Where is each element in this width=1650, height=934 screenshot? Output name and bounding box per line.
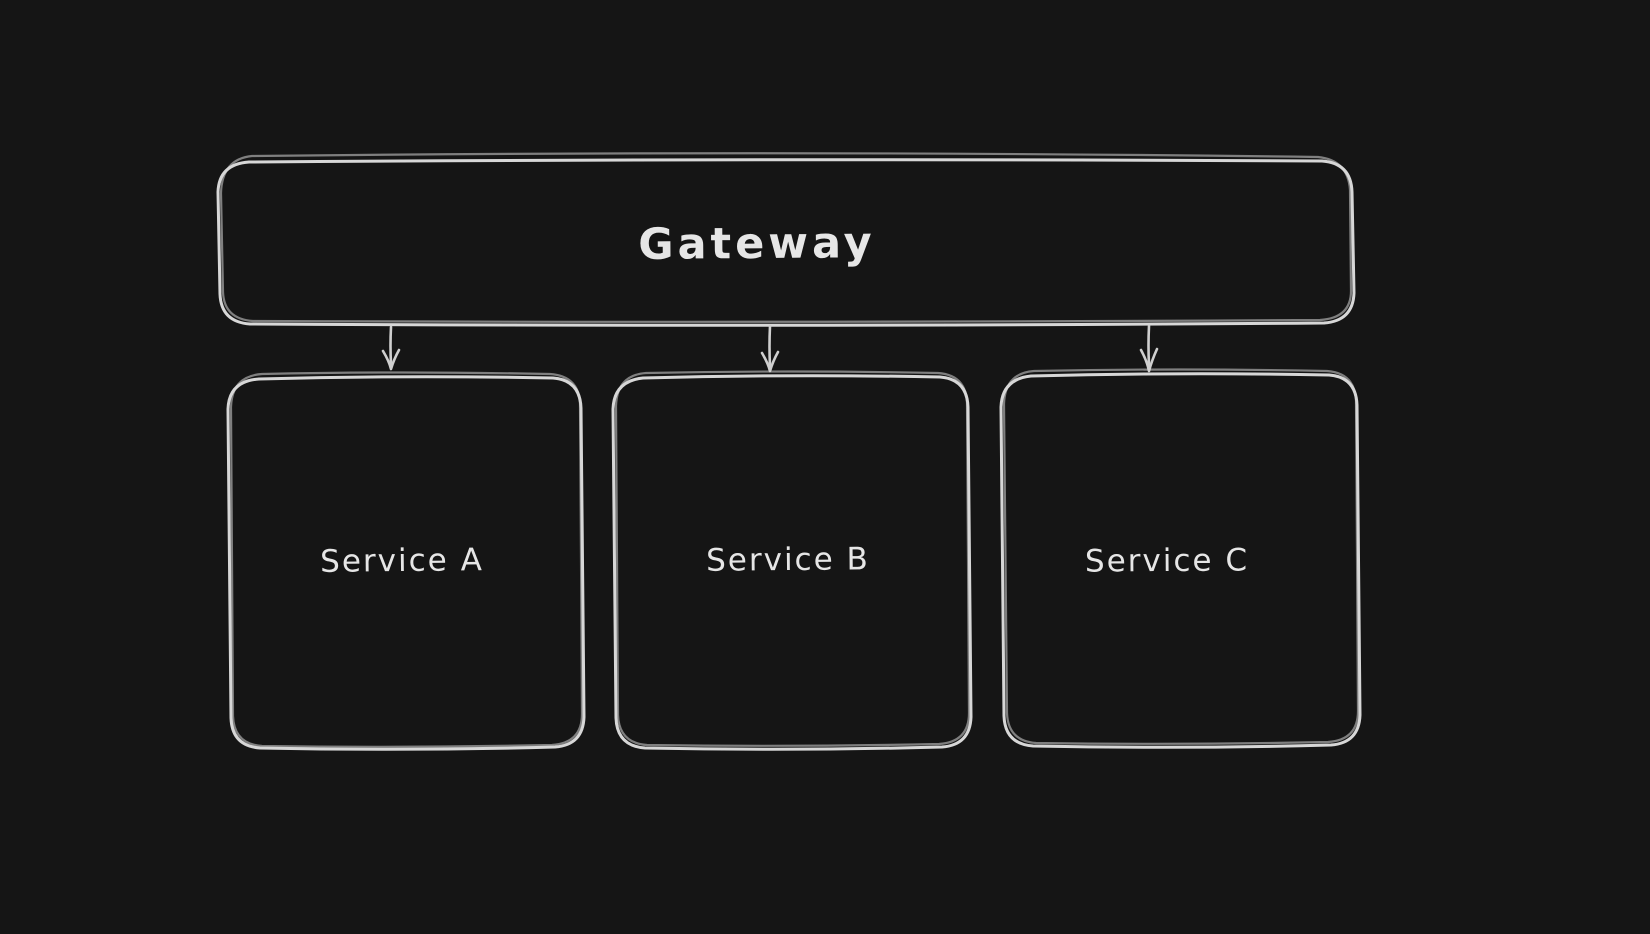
service-c-box-sketch-pass bbox=[1002, 368, 1360, 745]
service-a-box[interactable] bbox=[226, 375, 586, 751]
service-c-label: Service C bbox=[1085, 542, 1249, 579]
edge-gateway-to-service-a[interactable] bbox=[381, 325, 401, 371]
service-b-label: Service B bbox=[706, 541, 870, 578]
arrowhead-down-icon bbox=[1139, 347, 1159, 373]
edge-line bbox=[768, 324, 772, 368]
edge-line bbox=[1147, 324, 1151, 367]
node-service-b[interactable]: Service B bbox=[611, 370, 973, 751]
service-b-box[interactable] bbox=[611, 374, 973, 751]
gateway-box-sketch-pass bbox=[219, 152, 1353, 323]
node-service-c[interactable]: Service C bbox=[999, 368, 1362, 749]
edge-gateway-to-service-c[interactable] bbox=[1139, 324, 1159, 373]
arrowhead-down-icon bbox=[381, 348, 401, 371]
node-gateway[interactable]: Gateway bbox=[216, 152, 1356, 327]
edge-line bbox=[389, 325, 393, 366]
node-service-a[interactable]: Service A bbox=[226, 371, 586, 751]
service-a-label: Service A bbox=[320, 542, 484, 580]
service-c-box[interactable] bbox=[999, 372, 1362, 749]
gateway-label: Gateway bbox=[638, 218, 876, 270]
service-a-box-sketch-pass bbox=[229, 371, 584, 748]
gateway-box[interactable] bbox=[216, 158, 1356, 327]
edge-gateway-to-service-b[interactable] bbox=[760, 324, 780, 373]
service-b-box-sketch-pass bbox=[614, 370, 971, 747]
